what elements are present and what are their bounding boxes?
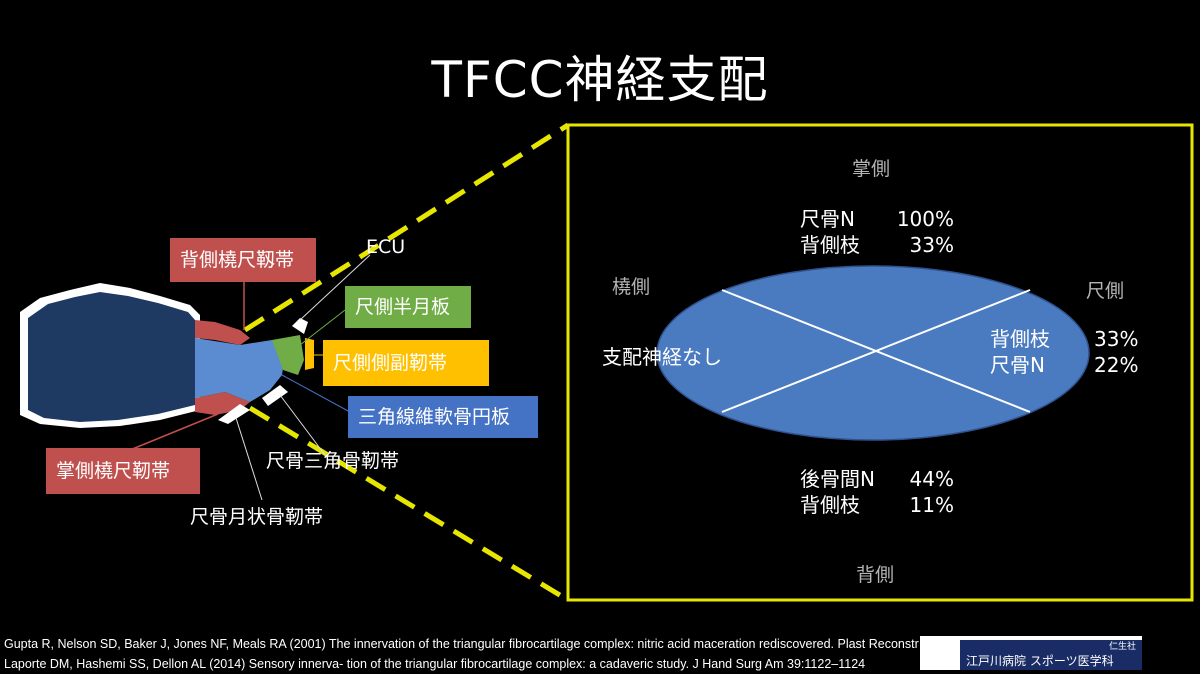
ulnar-nerves: 背側枝 尺骨N	[990, 326, 1050, 378]
leader-palmar	[129, 413, 219, 451]
leader-fibrocartilage	[281, 374, 351, 413]
label-palmar-radioulnar-ligament: 掌側橈尺靭帯	[46, 448, 200, 494]
ulnar-nerve-name: 背側枝	[990, 327, 1050, 351]
dorsal-radioulnar-ligament	[195, 320, 250, 345]
slide-title: TFCC神経支配	[431, 51, 769, 109]
leader-meniscus	[299, 309, 346, 346]
ulnar-value: 33%	[1094, 327, 1139, 351]
ulnolunate-ligament-shape	[218, 404, 250, 424]
radial-innervation: 支配神経なし	[602, 345, 722, 369]
zoom-line-bottom	[248, 405, 570, 603]
hospital-logo-text: 仁生社 江戸川病院 スポーツ医学科	[960, 640, 1142, 670]
zoom-box	[566, 123, 1194, 602]
label-meniscus-homologue: 尺側半月板	[345, 286, 471, 328]
label-ulnar-collateral-ligament: 尺側側副靭帯	[323, 340, 489, 386]
leader-ecu	[299, 254, 371, 321]
ulnar-value: 22%	[1094, 353, 1139, 377]
ulnar-values: 33% 22%	[1094, 326, 1138, 378]
label-ulnolunate-ligament: 尺骨月状骨靭帯	[190, 506, 324, 528]
reference-1: Gupta R, Nelson SD, Baker J, Jones NF, M…	[4, 637, 1026, 651]
ulnar-collateral-ligament	[305, 338, 314, 370]
direction-radial: 橈側	[612, 276, 651, 298]
radius-bone	[28, 292, 195, 422]
logo-line2: 江戸川病院 スポーツ医学科	[966, 654, 1114, 668]
references: Gupta R, Nelson SD, Baker J, Jones NF, M…	[4, 634, 1025, 674]
leader-ulnolunate	[235, 417, 263, 501]
triangular-fibrocartilage-disc	[195, 338, 285, 402]
direction-palmar: 掌側	[852, 158, 891, 180]
cross-line-2	[721, 289, 1031, 413]
label-dorsal-radioulnar-ligament: 背側橈尺靱帯	[170, 238, 316, 282]
direction-ulnar: 尺側	[1086, 280, 1125, 302]
reference-2: Laporte DM, Hashemi SS, Dellon AL (2014)…	[4, 657, 866, 671]
ecu-tendon	[292, 318, 308, 334]
label-triangular-fibrocartilage: 三角線維軟骨円板	[348, 396, 538, 438]
ulnotriquetral-ligament-shape	[262, 385, 288, 406]
ulnar-nerve-name: 尺骨N	[990, 353, 1045, 377]
label-ulnotriquetral-ligament: 尺骨三角骨靭帯	[266, 450, 400, 472]
label-ecu: ECU	[366, 236, 406, 258]
zoom-line-top	[243, 122, 570, 333]
direction-dorsal: 背側	[856, 564, 895, 586]
meniscus-homologue	[272, 335, 304, 375]
leader-ulnotriquetral	[279, 394, 326, 456]
logo-line1: 仁生社	[1108, 642, 1136, 652]
